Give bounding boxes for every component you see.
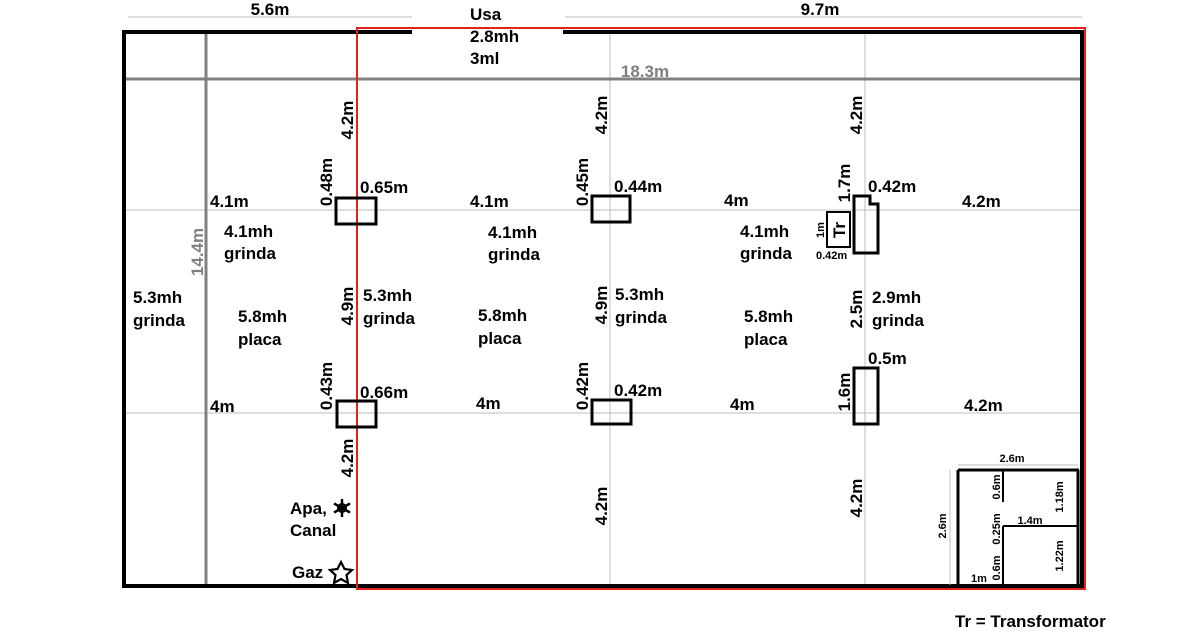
- room-height: 2.6m: [937, 513, 949, 538]
- dim-inner-height: 14.4m: [188, 228, 207, 276]
- room-bottom-width: 1m: [971, 573, 987, 585]
- door-height: 2.8mh: [470, 27, 519, 46]
- pillar-6-w: 0.5m: [868, 349, 907, 368]
- small-room: [956, 468, 1080, 585]
- pillars: [334, 194, 880, 429]
- pillar-1-h: 0.48m: [317, 158, 336, 206]
- beam-left-h: 5.3mh: [133, 288, 182, 307]
- pillar-2-h: 0.45m: [573, 158, 592, 206]
- dim-top-left: 5.6m: [251, 0, 290, 19]
- dim-span-top-c2: 4.2m: [592, 96, 611, 135]
- pillar-3-w: 0.42m: [868, 177, 916, 196]
- pillar-3-h: 1.7m: [835, 164, 854, 203]
- slab3-h: 5.8mh: [744, 307, 793, 326]
- pillar-1: [334, 196, 378, 226]
- door-name: Usa: [470, 5, 502, 24]
- slab3-t: placa: [744, 330, 788, 349]
- gas-symbol-icon: [327, 559, 355, 586]
- water-symbol-icon: [333, 499, 351, 517]
- inner-partition: [126, 34, 1082, 585]
- pillar-1-w: 0.65m: [360, 178, 408, 197]
- outer-wall: [122, 30, 1084, 588]
- pillar-4: [335, 399, 378, 429]
- pillar-6-h: 1.6m: [835, 373, 854, 412]
- beam-mid2-h: 5.3mh: [615, 285, 664, 304]
- grid-lines: [126, 16, 1082, 585]
- room-door-top: 1.18m: [1054, 481, 1066, 512]
- beam-left-t: grinda: [133, 311, 185, 330]
- beam-top3-t: grinda: [740, 244, 792, 263]
- beam-top2-h: 4.1mh: [488, 223, 537, 242]
- dim-row1-right: 4.2m: [962, 192, 1001, 211]
- dim-row1-left: 4.1m: [210, 192, 249, 211]
- gas-label: Gaz: [292, 563, 323, 582]
- dim-span-bot-c1: 4.2m: [338, 439, 357, 478]
- dim-span-bot-c3: 4.2m: [847, 479, 866, 518]
- room-seg-bot: 0.6m: [991, 555, 1003, 580]
- transformer-label: Tr: [830, 222, 849, 238]
- slab1-h: 5.8mh: [238, 307, 287, 326]
- beam-top2-t: grinda: [488, 245, 540, 264]
- room-guides: [949, 464, 1078, 585]
- beam-mid3-t: grinda: [872, 311, 924, 330]
- pillar-2: [590, 194, 632, 224]
- beam-mid2-t: grinda: [615, 308, 667, 327]
- water-label-1: Apa,: [290, 499, 327, 518]
- pillar-6: [852, 366, 880, 426]
- beam-mid1-t: grinda: [363, 309, 415, 328]
- legend: Tr = Transformator: [955, 612, 1106, 631]
- dim-inner-width: 18.3m: [621, 62, 669, 81]
- beam-top1-h: 4.1mh: [224, 222, 273, 241]
- dim-row1-b2: 4m: [724, 191, 749, 210]
- slab1-t: placa: [238, 330, 282, 349]
- room-seg-top: 0.6m: [991, 474, 1003, 499]
- transformer-width: 0.42m: [816, 250, 847, 262]
- beam-top1-t: grinda: [224, 244, 276, 263]
- water-label-2: Canal: [290, 521, 336, 540]
- dim-span-top-c1: 4.2m: [338, 101, 357, 140]
- dim-span-bot-c2: 4.2m: [592, 487, 611, 526]
- highlight-area: [356, 27, 1086, 590]
- transformer-height: 1m: [815, 222, 827, 238]
- room-seg-mid: 0.25m: [991, 513, 1003, 544]
- dim-span-mid-c3: 2.5m: [847, 290, 866, 329]
- beam-mid3-h: 2.9mh: [872, 288, 921, 307]
- beam-top3-h: 4.1mh: [740, 222, 789, 241]
- pillar-2-w: 0.44m: [614, 177, 662, 196]
- door-width: 3ml: [470, 49, 499, 68]
- dim-row2-b2: 4m: [730, 395, 755, 414]
- pillar-5: [590, 398, 633, 426]
- pillar-4-h: 0.43m: [317, 362, 336, 410]
- dim-row2-left: 4m: [210, 397, 235, 416]
- dim-span-top-c3: 4.2m: [847, 96, 866, 135]
- slab2-t: placa: [478, 329, 522, 348]
- dim-row2-b1: 4m: [476, 394, 501, 413]
- dim-row1-b1: 4.1m: [470, 192, 509, 211]
- pillar-5-w: 0.42m: [614, 381, 662, 400]
- dim-span-mid-c1: 4.9m: [338, 287, 357, 326]
- room-width: 2.6m: [999, 453, 1024, 465]
- room-door-bot: 1.22m: [1054, 540, 1066, 571]
- pillar-3: [852, 194, 880, 255]
- dim-span-mid-c2: 4.9m: [592, 286, 611, 325]
- beam-mid1-h: 5.3mh: [363, 286, 412, 305]
- transformer-box: [826, 211, 851, 248]
- dim-top-right: 9.7m: [801, 0, 840, 19]
- room-inner-width: 1.4m: [1017, 515, 1042, 527]
- dim-row2-right: 4.2m: [964, 396, 1003, 415]
- pillar-4-w: 0.66m: [360, 383, 408, 402]
- slab2-h: 5.8mh: [478, 306, 527, 325]
- pillar-5-h: 0.42m: [573, 362, 592, 410]
